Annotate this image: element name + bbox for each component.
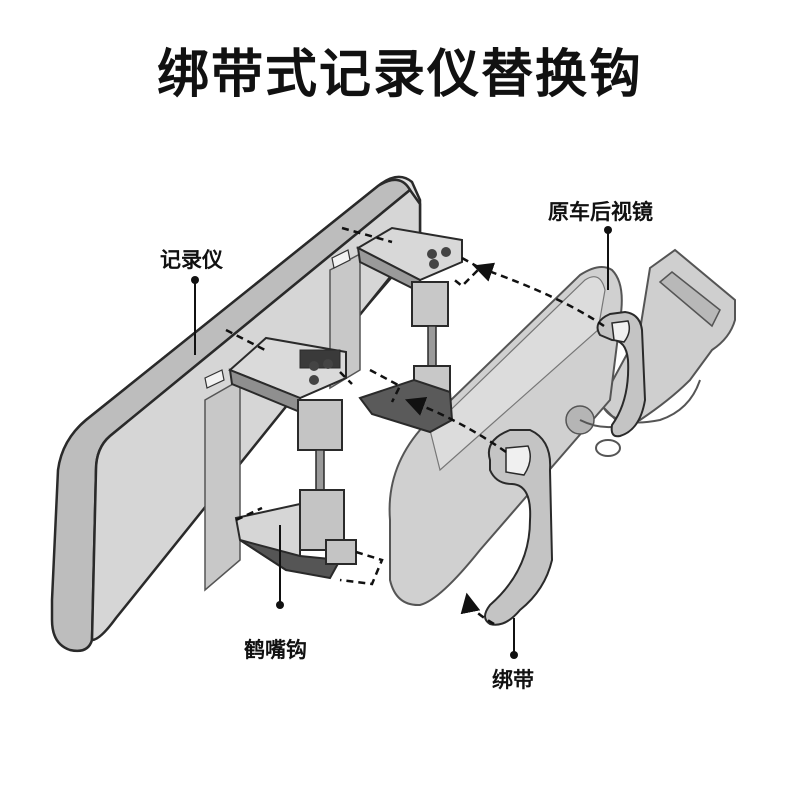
callout-lines (194, 230, 609, 655)
label-hook: 鹤嘴钩 (244, 638, 307, 662)
page-title: 绑带式记录仪替换钩 (156, 45, 643, 105)
label-strap: 绑带 (492, 668, 534, 692)
guide-lines (225, 226, 605, 626)
label-original-mirror: 原车后视镜 (548, 200, 653, 224)
strap-lower (484, 429, 554, 626)
strap-upper (596, 310, 647, 438)
callout-dots (191, 226, 612, 659)
hook-assembly-front (228, 336, 357, 580)
hook-assembly-upper (355, 226, 463, 434)
label-recorder: 记录仪 (160, 248, 223, 272)
